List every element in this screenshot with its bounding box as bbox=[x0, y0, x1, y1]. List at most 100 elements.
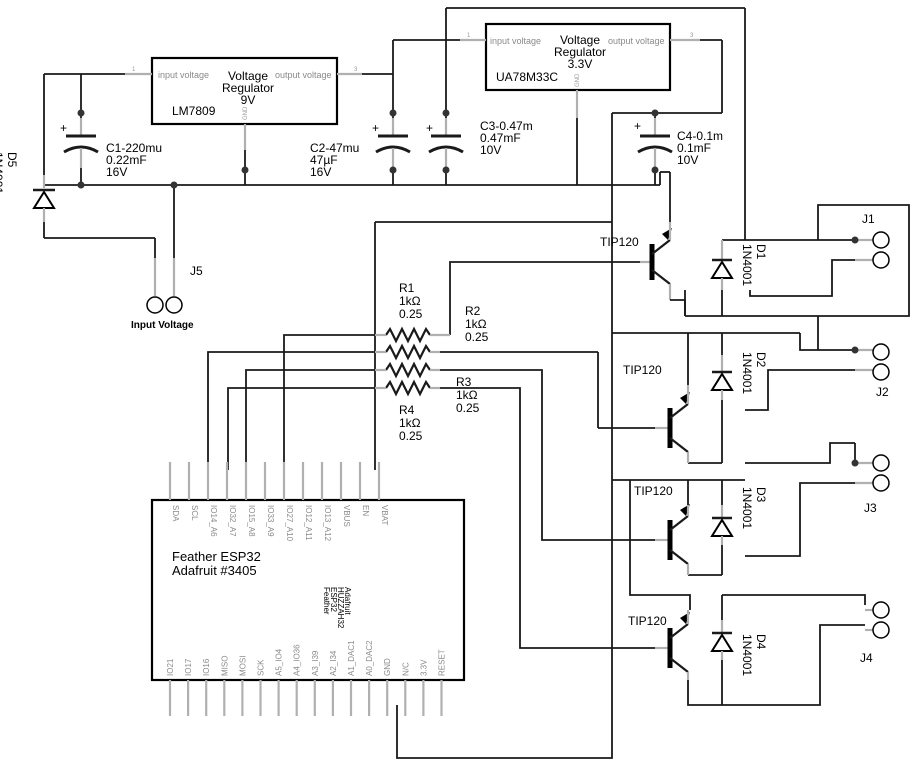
q1-label: TIP120 bbox=[600, 235, 639, 249]
inner-label-line: HUZZAH32 bbox=[336, 587, 345, 629]
u1-pin-3: 3 bbox=[354, 67, 358, 73]
u2-in-label: input voltage bbox=[490, 36, 541, 46]
regulator-ua78m33c: input voltage output voltage GND Voltage… bbox=[460, 22, 700, 118]
c1-plus: + bbox=[60, 121, 67, 135]
capacitor-c4: + C4-0.1m 0.1mF 10V bbox=[634, 118, 723, 168]
c2-plus: + bbox=[372, 121, 379, 135]
r1-power: 0.25 bbox=[399, 307, 423, 321]
transistor-q4 bbox=[655, 610, 690, 680]
u2-title-1: Voltage bbox=[560, 33, 600, 47]
transistor-q3 bbox=[655, 504, 690, 575]
d5-part: 1N4001 bbox=[0, 152, 5, 194]
diode-d4 bbox=[710, 620, 734, 660]
j2-label: J2 bbox=[876, 385, 889, 399]
diode-d1 bbox=[710, 240, 734, 290]
u2-title-2: Regulator bbox=[554, 45, 606, 59]
r2-name: R2 bbox=[465, 304, 481, 318]
diode-d3 bbox=[710, 505, 734, 545]
inner-label-line: ESP32 bbox=[329, 587, 338, 612]
q4-label: TIP120 bbox=[628, 614, 667, 628]
c2-value: 47µF bbox=[310, 153, 338, 167]
d1-part: 1N4001 bbox=[740, 244, 754, 286]
u2-out-label: output voltage bbox=[608, 36, 665, 46]
driver-wires bbox=[396, 204, 910, 759]
r4-power: 0.25 bbox=[399, 429, 423, 443]
inner-label-line: Adafruit bbox=[343, 587, 352, 615]
top-pin-label: IO13_A12 bbox=[323, 505, 332, 542]
r2-value: 1kΩ bbox=[465, 317, 487, 331]
j4-label: J4 bbox=[860, 651, 873, 665]
c2-name: C2-47mu bbox=[310, 141, 359, 155]
c4-name: C4-0.1m bbox=[677, 129, 723, 143]
d1-name: D1 bbox=[754, 244, 768, 260]
c3-name: C3-0.47m bbox=[480, 119, 533, 133]
c4-value: 0.1mF bbox=[677, 141, 711, 155]
j5-label: J5 bbox=[190, 264, 203, 278]
q2-label: TIP120 bbox=[623, 363, 662, 377]
capacitor-c1: + C1-220mu 0.22mF 16V bbox=[60, 118, 162, 179]
transistor-q1 bbox=[640, 222, 686, 316]
top-pin-label: SCL bbox=[190, 505, 199, 521]
bottom-pin-label: A0_DAC2 bbox=[365, 640, 374, 676]
resistor-array bbox=[375, 326, 450, 397]
u1-title-3: 9V bbox=[241, 93, 256, 107]
bottom-pin-label: MOSI bbox=[238, 656, 247, 676]
c3-value: 0.47mF bbox=[480, 131, 521, 145]
top-pin-label: EN bbox=[361, 505, 370, 516]
r3-value: 1kΩ bbox=[456, 388, 478, 402]
top-pin-label: VBAT bbox=[380, 505, 389, 525]
u1-in-label: input voltage bbox=[158, 70, 209, 80]
u1-title-2: Regulator bbox=[222, 81, 274, 95]
r1-value: 1kΩ bbox=[399, 294, 421, 308]
r1-name: R1 bbox=[399, 281, 415, 295]
u1-pin-1: 1 bbox=[132, 67, 136, 73]
top-pin-label: IO14_A6 bbox=[209, 505, 218, 537]
u2-title-3: 3.3V bbox=[568, 57, 593, 71]
top-pin-label: IO33_A9 bbox=[266, 505, 275, 537]
feather-esp32: Feather ESP32 Adafruit #3405 AdafruitHUZ… bbox=[150, 462, 466, 716]
d4-name: D4 bbox=[754, 634, 768, 650]
connector-j5: J5 Input Voltage bbox=[131, 258, 203, 331]
feather-subtitle: Adafruit #3405 bbox=[172, 563, 257, 578]
bottom-pin-label: RESET bbox=[438, 649, 447, 676]
capacitor-c2: + C2-47mu 47µF 16V bbox=[310, 118, 411, 179]
input-voltage-label: Input Voltage bbox=[131, 320, 194, 331]
j1-label: J1 bbox=[862, 212, 875, 226]
r3-name: R3 bbox=[456, 375, 472, 389]
top-pin-label: IO27_A10 bbox=[285, 505, 294, 542]
connector-j1: J1 bbox=[855, 212, 890, 269]
bottom-pin-label: SCK bbox=[257, 659, 266, 676]
c4-plus: + bbox=[634, 119, 641, 133]
resistor-wires bbox=[207, 334, 375, 470]
inner-label-line: Feather bbox=[322, 587, 331, 615]
u1-part: LM7809 bbox=[172, 104, 216, 118]
diode-d5: D5 1N4001 bbox=[0, 152, 56, 222]
connector-j4: J4 bbox=[860, 601, 890, 665]
top-pin-label: VBUS bbox=[342, 505, 351, 527]
c2-voltage: 16V bbox=[310, 165, 331, 179]
bottom-pin-label: A1_DAC1 bbox=[347, 640, 356, 676]
capacitor-c3: + C3-0.47m 0.47mF 10V bbox=[426, 118, 533, 168]
bottom-pin-label: IO17 bbox=[184, 658, 193, 676]
bottom-pin-label: A3_I39 bbox=[311, 650, 320, 676]
u2-gnd-label: GND bbox=[575, 73, 581, 87]
top-pin-label: SDA bbox=[171, 505, 180, 522]
c1-voltage: 16V bbox=[106, 165, 127, 179]
j3-label: J3 bbox=[864, 501, 877, 515]
diode-d2 bbox=[710, 355, 734, 400]
bottom-pin-label: IO21 bbox=[166, 658, 175, 676]
bottom-pin-label: A2_I34 bbox=[329, 650, 338, 676]
bottom-pin-label: A4_IO36 bbox=[293, 644, 302, 676]
u1-out-label: output voltage bbox=[275, 70, 332, 80]
d2-name: D2 bbox=[754, 352, 768, 368]
bottom-pin-label: IO16 bbox=[202, 658, 211, 676]
bottom-pin-label: 3.3V bbox=[419, 659, 428, 676]
bottom-pin-label: GND bbox=[383, 658, 392, 676]
c4-voltage: 10V bbox=[677, 153, 698, 167]
top-pin-label: IO12_A11 bbox=[304, 505, 313, 541]
bottom-pin-label: A5_IO4 bbox=[275, 648, 284, 676]
